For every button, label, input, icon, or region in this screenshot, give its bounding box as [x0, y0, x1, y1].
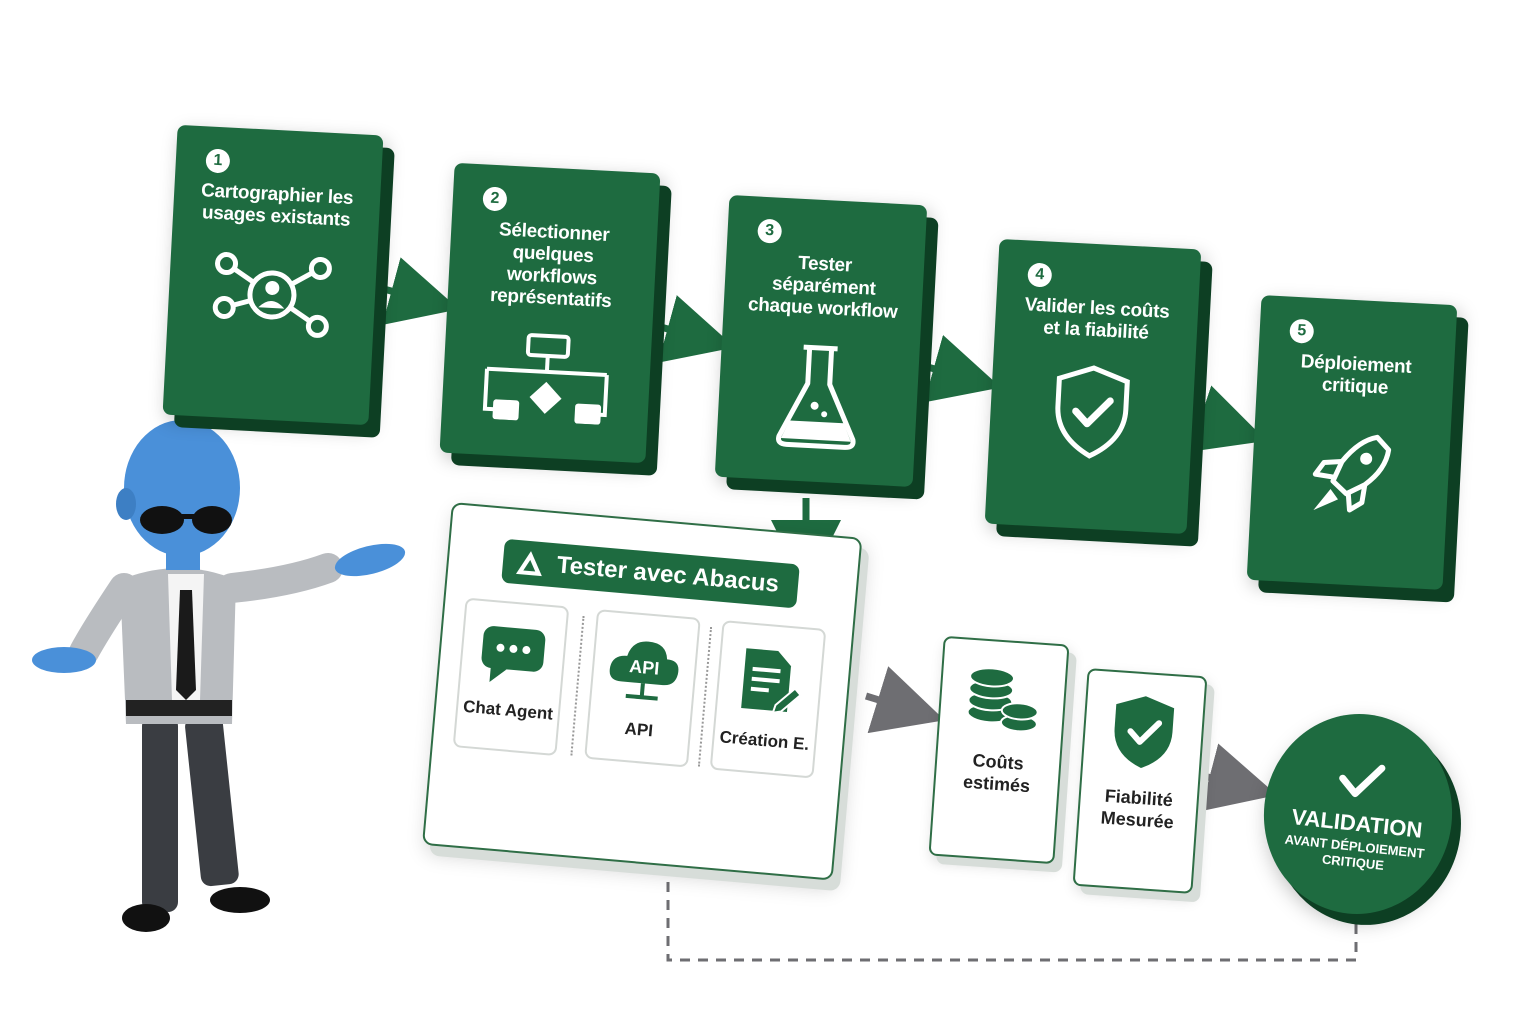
cost-estimate-card: Coûts estimés: [928, 635, 1070, 865]
tool-chat-agent[interactable]: Chat Agent: [452, 597, 570, 757]
step-title: Cartographier les usages existants: [200, 180, 354, 231]
step-title: Déploiement critique: [1300, 351, 1412, 399]
step-number: 2: [482, 186, 508, 212]
step-number: 4: [1027, 262, 1053, 288]
shield-check-icon: [1114, 696, 1175, 769]
step-card-2: 2 Sélectionner quelques workflows représ…: [439, 162, 661, 464]
step-number: 5: [1289, 318, 1315, 344]
validation-badge: VALIDATION AVANT DÉPLOIEMENT CRITIQUE: [1254, 704, 1462, 924]
divider: [570, 615, 585, 756]
reliability-label: Fiabilité Mesurée: [1100, 785, 1175, 833]
feedback-loop: [666, 828, 1358, 962]
document-edit-icon: [741, 648, 802, 715]
tool-creation[interactable]: Création E.: [709, 620, 827, 779]
divider: [697, 626, 713, 767]
arrow-fiab-valid: [1200, 743, 1278, 812]
step-title: Valider les coûts et la fiabilité: [1024, 294, 1170, 344]
step-card-5: 5 Déploiement critique: [1246, 295, 1458, 590]
coins-icon: [966, 667, 1039, 733]
arrow-1-2: [379, 257, 460, 325]
shield-check-icon: [1055, 365, 1130, 459]
step-number: 1: [205, 148, 231, 174]
abacus-test-panel: Tester avec Abacus AI Chat Agent API API…: [422, 502, 863, 881]
arrow-2-3: [656, 295, 736, 363]
tool-label: Chat Agent: [462, 696, 554, 724]
presenter-character: [32, 420, 406, 932]
step-card-3: 3 Tester séparément chaque workflow: [714, 195, 928, 487]
step-title: Sélectionner quelques workflows représen…: [489, 219, 612, 313]
workflow-icon: [482, 333, 609, 425]
checkmark-icon: [1339, 764, 1386, 798]
arrow-4-5: [1189, 385, 1267, 452]
panel-title: Tester avec Abacus AI: [552, 551, 781, 624]
flask-icon: [776, 344, 856, 450]
arrow-panel-cost: [864, 666, 945, 734]
abacus-logo-icon: [515, 551, 542, 577]
step-title: Tester séparément chaque workflow: [747, 252, 898, 323]
step-card-4: 4 Valider les coûts et la fiabilité: [984, 238, 1202, 535]
chat-icon: [481, 626, 546, 682]
cloud-api-icon: API: [609, 641, 679, 701]
tool-label: Création E.: [718, 727, 810, 755]
step-card-1: 1 Cartographier les usages existants: [162, 124, 384, 426]
arrow-3-4: [923, 334, 1001, 403]
api-badge-text: API: [628, 656, 660, 679]
reliability-card: Fiabilité Mesurée: [1072, 668, 1208, 894]
cost-label: Coûts estimés: [962, 750, 1031, 797]
tool-api[interactable]: API API: [584, 609, 701, 768]
panel-header: Tester avec Abacus AI: [501, 538, 800, 624]
tool-label: API: [623, 718, 654, 741]
rocket-icon: [1312, 434, 1392, 513]
step-number: 3: [757, 218, 783, 244]
network-user-icon: [212, 252, 332, 338]
